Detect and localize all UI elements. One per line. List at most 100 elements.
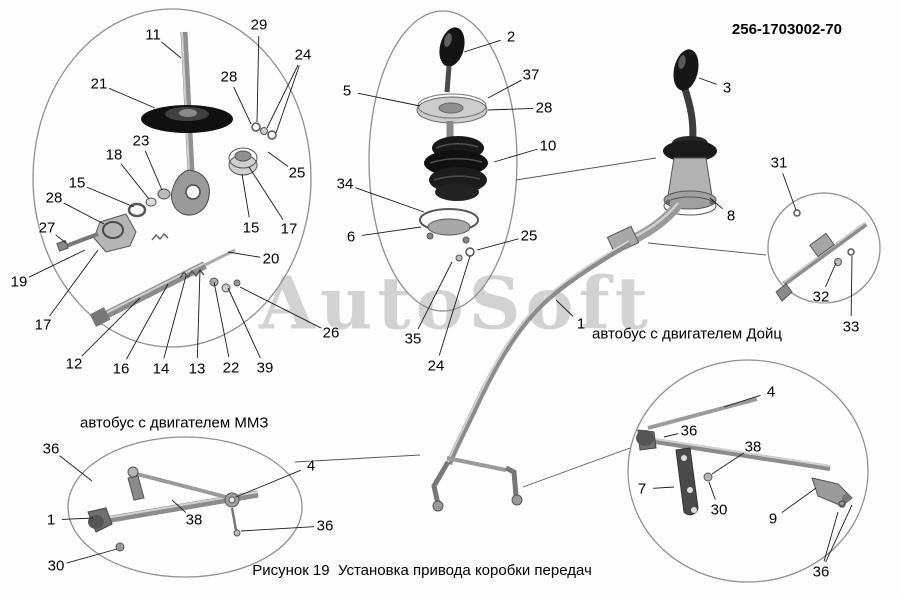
part-number: 256-1703002-70 [731,21,842,38]
leader-line-1 [555,299,574,317]
leader-line-8 [709,197,723,210]
leader-line-37 [487,79,522,99]
leader-line-38 [711,452,745,475]
leader-line-4 [723,394,761,408]
rear-bolt [703,472,713,482]
washer [465,247,475,257]
rear-upper-rod [647,397,758,430]
leader-line-24 [266,64,299,129]
detail-oval-mmz-linkage [67,436,303,578]
leader-line-13 [196,269,201,359]
leader-line-21 [108,87,156,109]
detail-oval-deutz-joint [767,192,881,304]
leader-line-30 [708,481,716,500]
leader-line-20 [227,251,261,258]
rear-linkage-parts [636,397,853,516]
bolt [65,232,99,248]
knob-boot-parts [416,27,488,262]
leader-line-15 [241,173,250,218]
leader-line-1 [61,517,94,520]
leader-line-25 [476,238,519,251]
leader-line-10 [493,148,538,163]
leader-line-25 [267,151,289,167]
support-housing [93,213,137,253]
washer [267,130,277,140]
leader-line-15 [86,186,135,208]
rod-fork-left [431,460,451,505]
mmz-linkage-parts [87,466,259,552]
upper-lever-parts [56,31,277,327]
bottom-link [446,456,507,472]
ring [127,202,147,218]
leader-line-11 [161,41,182,59]
leader-line-33 [850,255,853,317]
washer [455,254,463,262]
washer [251,122,261,132]
leader-line-32 [825,262,837,288]
leader-line-16 [125,283,169,360]
rod-clamp [809,232,835,258]
nut [233,279,241,287]
view-connector-lines [294,157,767,488]
label-deutz-engine: автобус с двигателем Дойц [592,325,782,343]
mmz-bolt [115,542,125,552]
leader-line-9 [781,487,817,513]
leader-lines-layer [28,35,853,564]
leader-line-22 [213,281,230,358]
lever-knob [673,49,699,91]
lever-upper-shaft [180,31,195,173]
leader-line-35 [417,261,453,330]
leader-line-36 [823,511,839,562]
lower-rod [98,261,207,322]
washer [145,197,157,207]
deutz-rod [782,221,868,287]
washer [260,127,268,135]
detail-oval-upper-lever [32,8,312,348]
leader-line-3 [698,77,717,85]
leader-line-36 [663,433,679,438]
leader-line-36 [240,526,315,532]
leader-line-34 [355,187,425,213]
lever-housing [667,157,713,197]
leader-line-12 [81,297,141,357]
rear-lever [675,447,699,516]
leader-line-17 [49,249,99,317]
leader-line-24 [275,65,300,134]
leader-line-29 [256,35,260,123]
leader-line-28 [63,202,105,225]
rod-fork [775,283,793,302]
leader-line-17 [248,166,284,221]
leader-line-28 [233,86,252,125]
gear-lever-assembly [606,49,717,255]
leader-line-6 [361,226,422,236]
leader-line-19 [28,249,86,278]
leader-line-14 [163,275,187,359]
leader-line-27 [55,234,67,244]
detail-oval-rear-linkage [627,359,869,583]
leader-line-36 [59,455,93,482]
figure-caption: Рисунок 19 Установка привода коробки пер… [252,562,592,579]
detent-spring [151,233,169,241]
leader-line-4 [235,469,302,498]
leader-line-30 [66,548,118,564]
leader-line-18 [120,163,150,200]
leader-line-28 [487,107,534,111]
rod-fork-right [504,465,519,497]
mmz-link [132,471,231,500]
ball [221,283,231,293]
leader-line-38 [171,499,187,513]
shift-rod [431,240,632,512]
leader-line-23 [144,150,163,191]
leader-line-31 [782,173,797,211]
leader-line-7 [652,486,675,489]
leader-line-39 [227,287,261,359]
knob [439,27,465,67]
rear-rod [654,438,831,471]
label-mmz-engine: автобус с двигателем ММЗ [80,414,269,432]
leader-line-26 [239,286,322,329]
rear-clevis-right [811,477,853,507]
washer [157,188,171,200]
deutz-joint-parts [775,209,868,302]
